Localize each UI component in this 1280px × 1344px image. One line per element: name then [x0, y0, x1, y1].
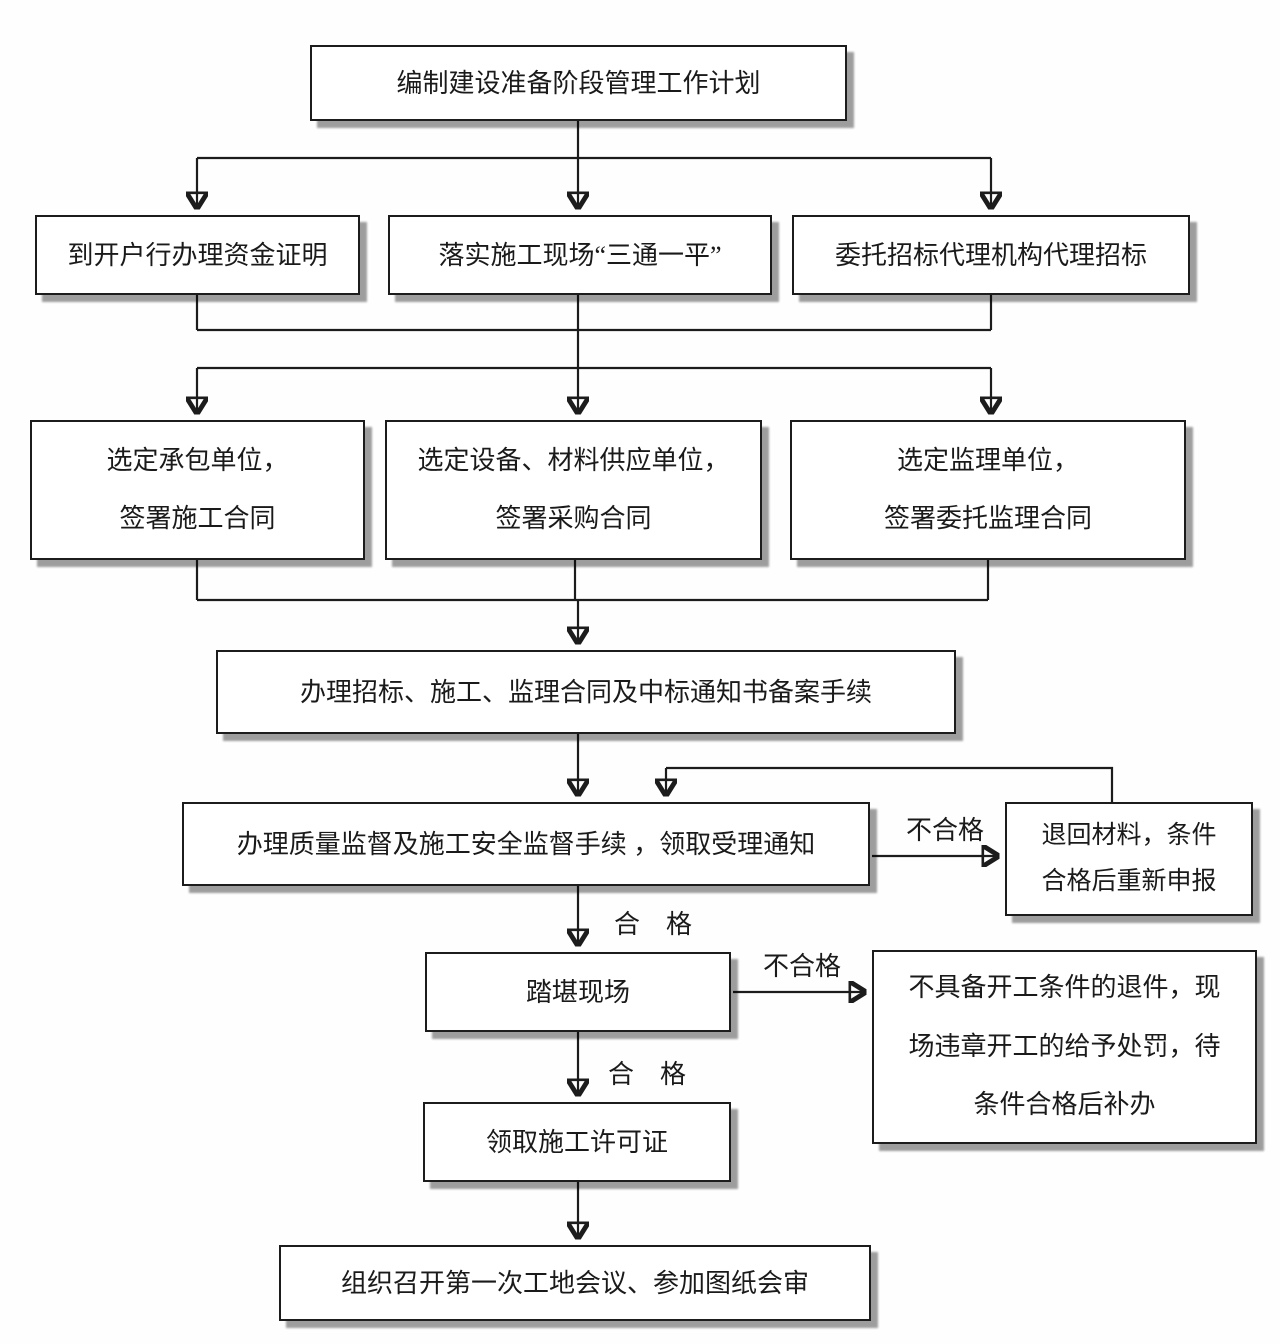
node-site-visit: 踏堪现场 [425, 952, 731, 1032]
node-return-materials: 退回材料，条件 合格后重新申报 [1005, 802, 1253, 916]
node-quality-supervision: 办理质量监督及施工安全监督手续 ，领取受理通知 [182, 802, 870, 886]
node-select-supervisor: 选定监理单位， 签署委托监理合同 [790, 420, 1186, 560]
edge-label-fail-visit: 不合格 [762, 952, 841, 981]
node-select-contractor: 选定承包单位， 签署施工合同 [30, 420, 365, 560]
node-first-site-meeting: 组织召开第一次工地会议、参加图纸会审 [279, 1245, 871, 1321]
edge-feedback [666, 766, 1114, 802]
node-select-supplier: 选定设备、材料供应单位， 签署采购合同 [385, 420, 762, 560]
node-fund-certificate: 到开户行办理资金证明 [35, 215, 360, 295]
node-reject-application: 不具备开工条件的退件，现 场违章开工的给予处罚，待 条件合格后补办 [872, 950, 1257, 1144]
node-bidding-agency: 委托招标代理机构代理招标 [792, 215, 1190, 295]
node-plan: 编制建设准备阶段管理工作计划 [310, 45, 847, 121]
edge-label-fail-quality: 不合格 [905, 816, 984, 845]
node-construction-permit: 领取施工许可证 [423, 1102, 731, 1182]
node-site-preparation: 落实施工现场“三通一平” [388, 215, 772, 295]
edge-label-pass-quality: 合 格 [613, 910, 692, 939]
node-contract-filing: 办理招标、施工、监理合同及中标通知书备案手续 [216, 650, 956, 734]
edge-label-pass-visit: 合 格 [607, 1060, 686, 1089]
